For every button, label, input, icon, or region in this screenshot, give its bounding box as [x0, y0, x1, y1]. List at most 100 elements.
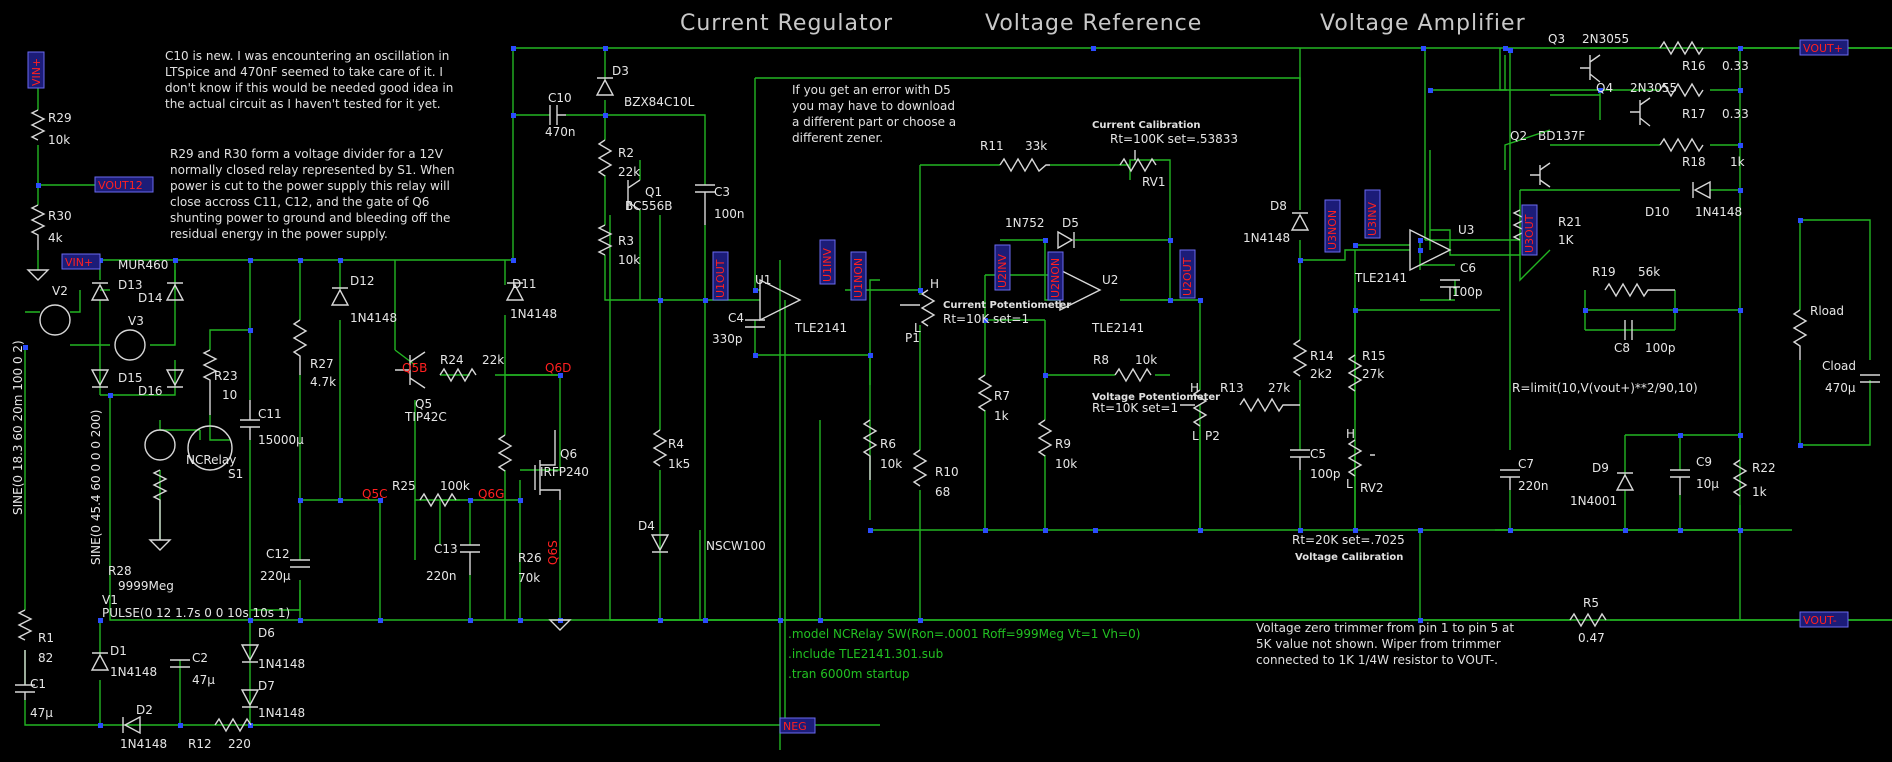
- diode-d11-symbol: [505, 282, 525, 301]
- svg-text:22k: 22k: [618, 165, 640, 179]
- svg-text:U3: U3: [1458, 223, 1474, 237]
- capacitor-c7-symbol: [1500, 469, 1520, 490]
- diode-d13-symbol: [90, 282, 110, 301]
- svg-text:R6: R6: [880, 437, 896, 451]
- svg-text:R7: R7: [994, 389, 1010, 403]
- svg-text:Q6: Q6: [560, 447, 577, 461]
- svg-text:C9: C9: [1696, 455, 1712, 469]
- diode-d5-symbol: [1057, 230, 1075, 250]
- flag-u1inv: U1INV: [821, 247, 834, 282]
- flag-vin-plus-2: VIN+: [65, 256, 93, 269]
- svg-text:connected to 1K 1/4W resistor: connected to 1K 1/4W resistor to VOUT-.: [1256, 653, 1498, 667]
- svg-text:10k: 10k: [618, 253, 640, 267]
- svg-text:the actual circuit as I haven': the actual circuit as I haven't tested f…: [165, 97, 441, 111]
- svg-text:9999Meg: 9999Meg: [118, 579, 174, 593]
- flag-vout-minus: VOUT-: [1803, 614, 1837, 627]
- resistor-r19-symbol: [1604, 282, 1675, 298]
- svg-text:Current Calibration: Current Calibration: [1092, 120, 1200, 131]
- svg-text:Q4: Q4: [1596, 81, 1613, 95]
- junction-dots: [23, 46, 1803, 728]
- flag-u3out: U3OUT: [1523, 214, 1536, 253]
- svg-text:R25: R25: [392, 479, 416, 493]
- resistor-r23-symbol: [202, 349, 218, 415]
- svg-text:Voltage Potentiometer: Voltage Potentiometer: [1092, 392, 1220, 403]
- capacitor-c4-symbol: [745, 319, 765, 328]
- net-q6s: Q6S: [546, 540, 560, 565]
- svg-text:56k: 56k: [1638, 265, 1660, 279]
- resistor-r5-symbol: [1569, 612, 1607, 628]
- svg-text:NSCW100: NSCW100: [706, 539, 766, 553]
- svg-text:Q1: Q1: [645, 185, 662, 199]
- transistor-q3-symbol: [1580, 54, 1601, 83]
- flag-vout12: VOUT12: [98, 179, 143, 192]
- diode-d9-symbol: [1615, 472, 1635, 491]
- svg-text:C4: C4: [728, 311, 744, 325]
- capacitor-c13-symbol: [460, 544, 480, 575]
- label-v3: V3: [128, 314, 144, 328]
- svg-text:330p: 330p: [712, 332, 743, 346]
- svg-text:R27: R27: [310, 357, 334, 371]
- diode-d8-symbol: [1290, 212, 1310, 231]
- svg-text:different zener.: different zener.: [792, 131, 883, 145]
- svg-text:MUR460: MUR460: [118, 258, 168, 272]
- svg-text:27k: 27k: [1362, 367, 1384, 381]
- flag-u2non: U2NON: [1049, 258, 1062, 298]
- svg-text:0.33: 0.33: [1722, 107, 1749, 121]
- svg-text:33k: 33k: [1025, 139, 1047, 153]
- svg-text:H: H: [1346, 427, 1355, 441]
- capacitor-c11-symbol: [240, 400, 260, 440]
- mosfet-q6-symbol: [534, 430, 561, 500]
- svg-text:1N4148: 1N4148: [258, 657, 305, 671]
- svg-text:C5: C5: [1310, 447, 1326, 461]
- svg-text:470n: 470n: [545, 125, 576, 139]
- resistor-r11-symbol: [999, 157, 1050, 173]
- svg-text:U1: U1: [755, 273, 771, 287]
- net-q6g: Q6G: [478, 487, 504, 501]
- resistor-r28-symbol: [152, 469, 168, 540]
- svg-text:C12: C12: [266, 547, 290, 561]
- flag-u2out: U2OUT: [1181, 257, 1194, 296]
- svg-text:D11: D11: [512, 277, 537, 291]
- svg-text:R15: R15: [1362, 349, 1386, 363]
- resistor-r1-symbol: [17, 609, 33, 641]
- resistor-r2-symbol: [597, 139, 613, 177]
- svg-text:Rt=20K set=.7025: Rt=20K set=.7025: [1292, 533, 1405, 547]
- diode-d15-symbol: [90, 369, 110, 388]
- pot-p2-symbol: [1180, 389, 1208, 427]
- svg-text:TLE2141: TLE2141: [1354, 271, 1407, 285]
- svg-text:2N3055: 2N3055: [1582, 32, 1629, 46]
- svg-text:R5: R5: [1583, 596, 1599, 610]
- diode-d1-symbol: [90, 652, 110, 671]
- resistor-r26-symbol: [497, 434, 513, 472]
- svg-text:1N4148: 1N4148: [1243, 231, 1290, 245]
- svg-text:47µ: 47µ: [30, 706, 53, 720]
- svg-text:1N4148: 1N4148: [258, 706, 305, 720]
- svg-text:D15: D15: [118, 371, 143, 385]
- svg-text:220n: 220n: [1518, 479, 1549, 493]
- capacitor-c10-symbol: [549, 105, 566, 125]
- svg-text:70k: 70k: [518, 571, 540, 585]
- diode-d14-symbol: [165, 282, 185, 301]
- svg-text:Cload: Cload: [1822, 359, 1856, 373]
- resistor-r27-symbol: [292, 319, 308, 375]
- svg-text:1N4148: 1N4148: [350, 311, 397, 325]
- svg-text:R11: R11: [980, 139, 1004, 153]
- flag-u1non: U1NON: [852, 258, 865, 298]
- svg-text:Rt=10K set=1: Rt=10K set=1: [1092, 401, 1178, 415]
- svg-text:U2: U2: [1102, 273, 1118, 287]
- resistor-r3-symbol: [597, 224, 613, 256]
- svg-text:1N752: 1N752: [1005, 216, 1045, 230]
- resistor-r12-symbol: [214, 717, 252, 733]
- svg-text:R9: R9: [1055, 437, 1071, 451]
- svg-text:NCRelay: NCRelay: [186, 453, 236, 467]
- svg-text:D12: D12: [350, 274, 375, 288]
- label-sine-b: SINE(0 45.4 60 0 0 0 200): [89, 410, 103, 565]
- svg-text:2N3055: 2N3055: [1630, 81, 1677, 95]
- flag-neg: NEG: [783, 720, 807, 733]
- svg-text:R23: R23: [214, 369, 238, 383]
- svg-text:R29: R29: [48, 111, 72, 125]
- wire-network: [24, 47, 1892, 750]
- svg-text:100k: 100k: [440, 479, 470, 493]
- svg-text:D5: D5: [1062, 216, 1079, 230]
- net-q5c: Q5C: [362, 487, 387, 501]
